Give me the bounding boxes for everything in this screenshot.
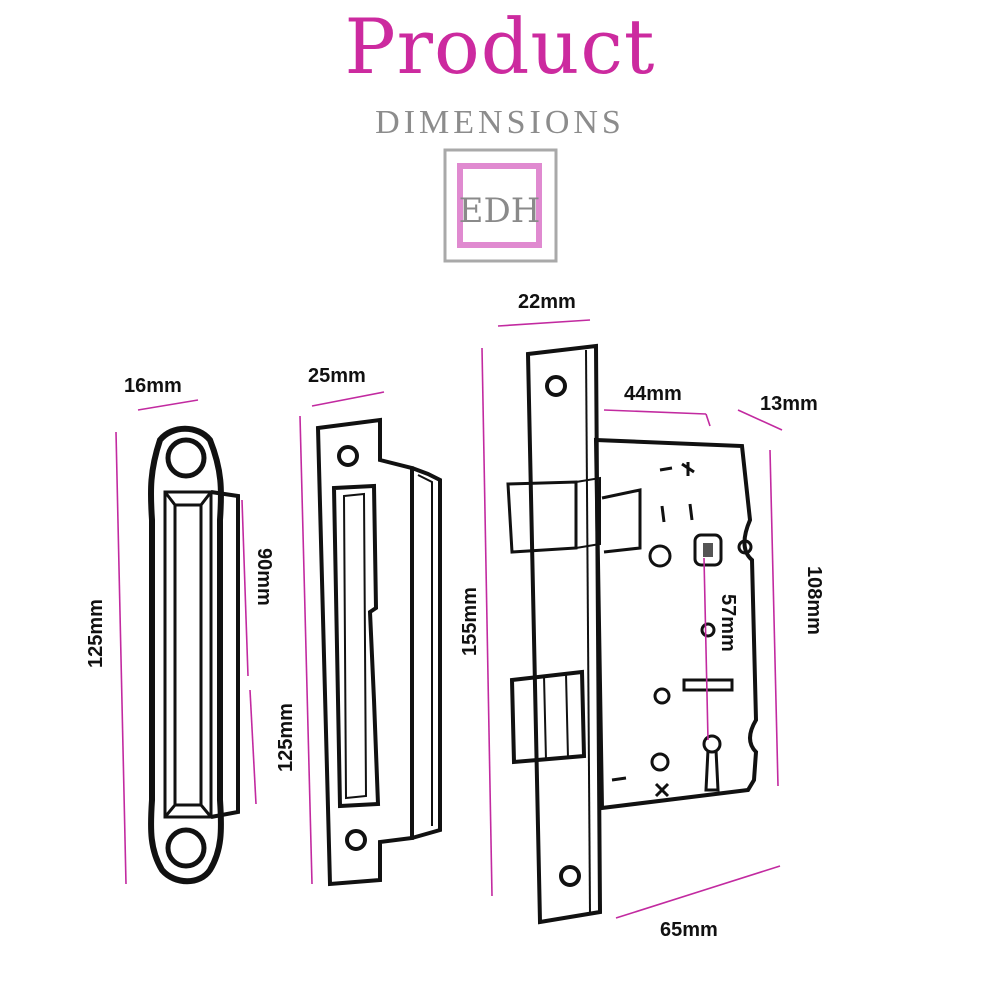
dim-line-backset bbox=[603, 409, 707, 415]
dimension-labels: 16mm 125mm 90mm 125mm 25mm 155mm 22mm 44… bbox=[85, 291, 825, 941]
dim-line-case-depth bbox=[737, 409, 783, 431]
dim-line-case-height bbox=[769, 449, 779, 787]
dim-line-strike-width bbox=[311, 391, 385, 407]
logo-monogram: EDH bbox=[459, 191, 541, 231]
label-case-width: 65mm bbox=[660, 919, 718, 941]
keep-drawing bbox=[147, 425, 240, 885]
label-case-height: 108mm bbox=[803, 566, 825, 635]
strike-plate-drawing bbox=[315, 417, 442, 887]
label-keep-inner-depth: 90mm bbox=[253, 548, 275, 606]
label-strike-height: 155mm bbox=[459, 587, 481, 656]
dim-line-keep-width bbox=[137, 399, 199, 411]
page-subtitle: DIMENSIONS bbox=[375, 104, 625, 141]
mortice-lock-drawing bbox=[506, 343, 759, 925]
dim-line-backset-tick bbox=[705, 413, 711, 427]
label-keep-height: 125mm bbox=[85, 599, 107, 668]
label-centres: 57mm bbox=[717, 594, 739, 652]
dim-line-faceplate-width bbox=[497, 319, 591, 327]
label-backset: 44mm bbox=[624, 383, 682, 405]
label-strike-width: 25mm bbox=[308, 365, 366, 387]
label-faceplate-width: 22mm bbox=[518, 291, 576, 313]
dim-line-strike-height bbox=[299, 415, 313, 885]
label-case-depth: 13mm bbox=[760, 393, 818, 415]
dimension-lines bbox=[115, 319, 783, 919]
dim-line-keep-inner-depth bbox=[241, 499, 249, 677]
dim-line-keep-inner-height bbox=[249, 689, 257, 805]
dim-line-centres bbox=[703, 557, 709, 741]
label-keep-width: 16mm bbox=[124, 375, 182, 397]
dim-line-keep-height bbox=[115, 431, 127, 885]
dim-line-case-width bbox=[615, 865, 781, 919]
page-title: Product bbox=[344, 2, 656, 91]
dim-line-faceplate-height bbox=[481, 347, 493, 897]
brand-logo: EDH bbox=[443, 148, 558, 263]
label-keep-inner-height: 125mm bbox=[275, 703, 297, 772]
